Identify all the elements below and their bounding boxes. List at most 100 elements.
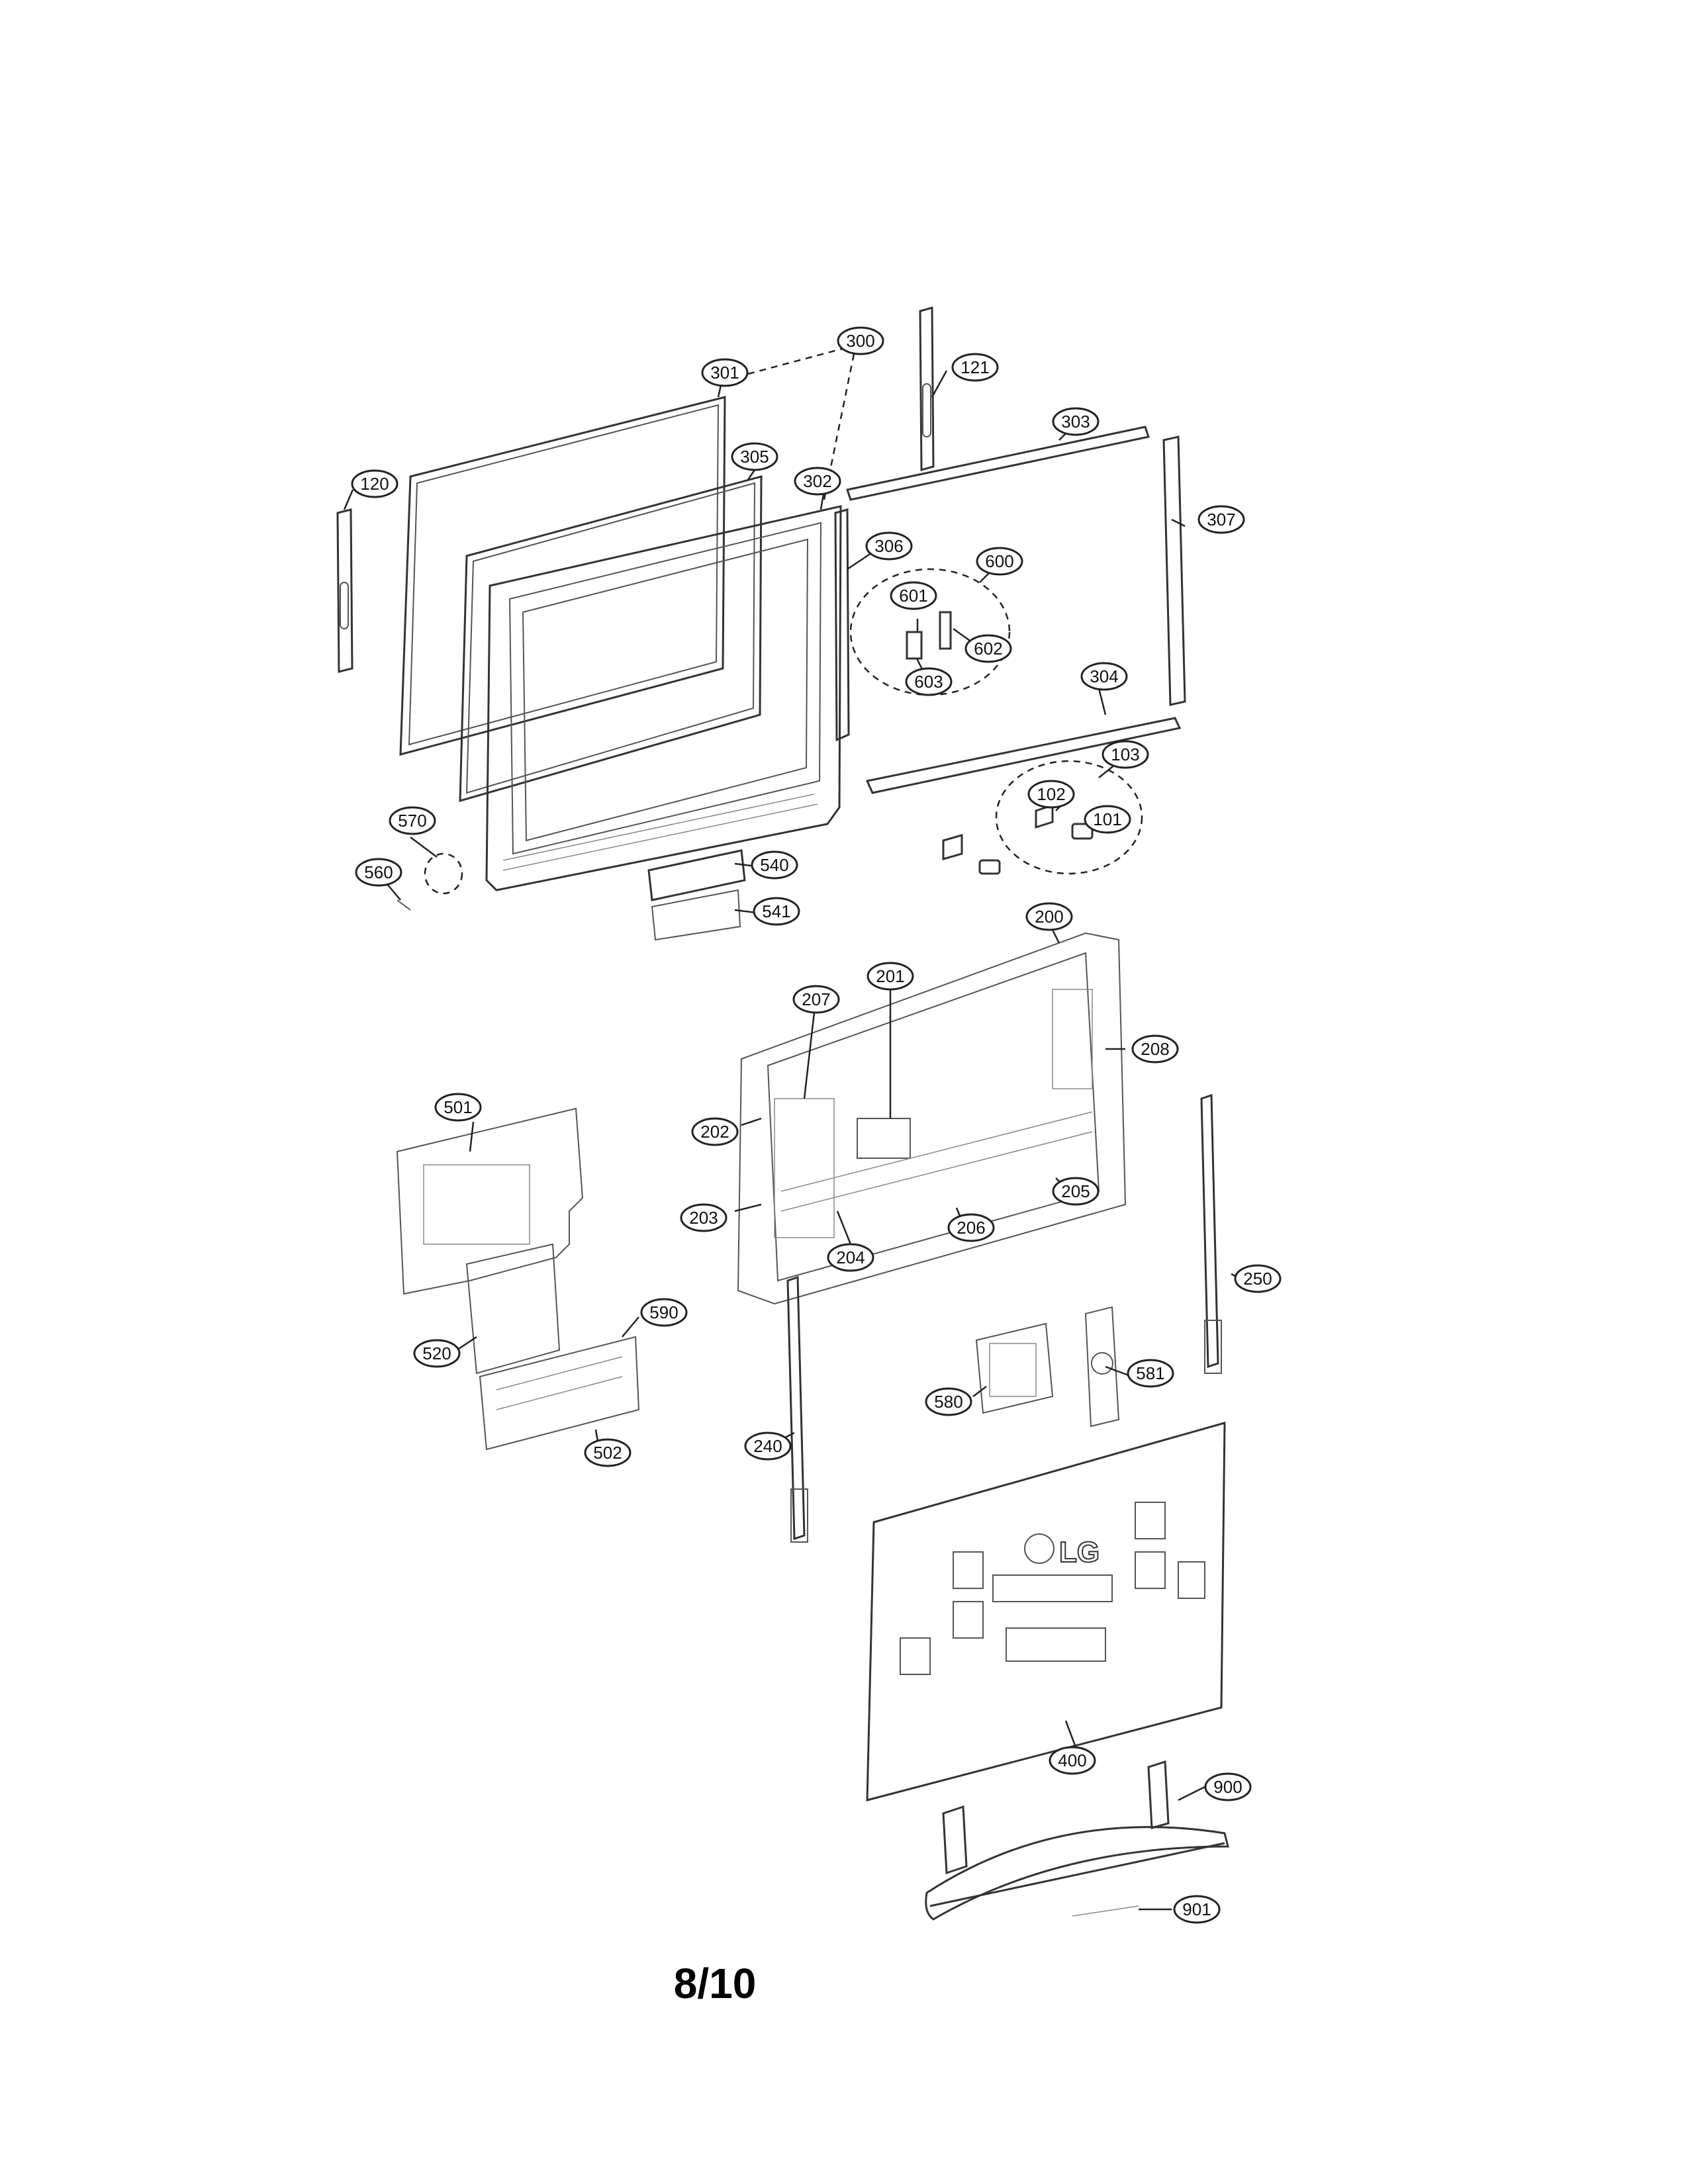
svg-text:206: 206 — [957, 1218, 985, 1238]
interface-board — [465, 1243, 640, 1451]
callout-202: 202 — [691, 1117, 739, 1146]
svg-text:600: 600 — [985, 551, 1013, 571]
callout-302: 302 — [794, 467, 841, 496]
svg-text:103: 103 — [1111, 745, 1139, 764]
callout-300: 300 — [837, 326, 884, 355]
svg-text:121: 121 — [961, 357, 989, 377]
svg-text:204: 204 — [836, 1248, 865, 1267]
main-chassis-frame — [737, 932, 1127, 1305]
bezel-side-strip — [834, 508, 850, 742]
callout-560: 560 — [355, 858, 402, 887]
callout-307: 307 — [1197, 505, 1245, 534]
callout-601: 601 — [890, 581, 937, 610]
speaker-cone — [397, 852, 463, 911]
stand-bracket-left — [786, 1275, 808, 1543]
callout-900: 900 — [1204, 1772, 1252, 1801]
callout-207: 207 — [792, 985, 840, 1014]
svg-text:901: 901 — [1182, 1899, 1211, 1919]
callout-204: 204 — [827, 1243, 874, 1272]
callout-303: 303 — [1052, 407, 1100, 436]
side-bracket-left — [336, 508, 353, 673]
svg-text:540: 540 — [760, 855, 788, 875]
callout-301: 301 — [701, 358, 749, 387]
callout-120: 120 — [351, 469, 399, 498]
callout-581: 581 — [1127, 1359, 1174, 1388]
side-bracket-top — [919, 306, 935, 471]
front-filter-panel — [399, 396, 726, 756]
callout-603: 603 — [905, 667, 953, 696]
svg-text:400: 400 — [1058, 1751, 1086, 1770]
callout-540: 540 — [751, 850, 798, 880]
callout-103: 103 — [1102, 740, 1149, 769]
callout-200: 200 — [1025, 902, 1073, 931]
stand-base — [925, 1760, 1229, 1921]
svg-text:101: 101 — [1093, 809, 1121, 829]
svg-text:201: 201 — [876, 966, 904, 986]
callout-901: 901 — [1173, 1895, 1221, 1924]
front-bezel — [485, 505, 842, 891]
callout-206: 206 — [947, 1213, 995, 1242]
svg-text:306: 306 — [874, 536, 903, 556]
svg-text:520: 520 — [422, 1343, 451, 1363]
svg-text:203: 203 — [689, 1208, 718, 1228]
svg-text:205: 205 — [1061, 1181, 1090, 1201]
power-module — [1084, 1306, 1120, 1428]
callout-240: 240 — [744, 1432, 792, 1461]
bottom-rail — [865, 717, 1182, 794]
svg-text:560: 560 — [364, 862, 393, 882]
svg-text:207: 207 — [802, 989, 830, 1009]
svg-text:120: 120 — [360, 474, 389, 494]
leader-lines — [343, 367, 1245, 1911]
callout-520: 520 — [413, 1339, 461, 1368]
svg-text:305: 305 — [740, 447, 769, 467]
callout-304: 304 — [1080, 662, 1128, 691]
svg-text:570: 570 — [398, 811, 426, 831]
svg-text:590: 590 — [649, 1302, 678, 1322]
svg-text:501: 501 — [444, 1097, 472, 1117]
svg-text:502: 502 — [593, 1443, 622, 1463]
svg-text:602: 602 — [974, 639, 1002, 659]
callout-201: 201 — [867, 962, 914, 991]
callout-501: 501 — [434, 1093, 482, 1122]
callout-600: 600 — [976, 547, 1023, 576]
callout-102: 102 — [1027, 780, 1075, 809]
callout-101: 101 — [1084, 805, 1131, 834]
svg-text:200: 200 — [1035, 907, 1063, 927]
svg-text:303: 303 — [1061, 412, 1090, 432]
stand-bracket-right — [1200, 1093, 1222, 1374]
svg-text:601: 601 — [899, 586, 927, 606]
callout-306: 306 — [865, 531, 913, 561]
svg-text:900: 900 — [1213, 1777, 1242, 1797]
callout-250: 250 — [1234, 1264, 1282, 1293]
callout-305: 305 — [731, 442, 778, 471]
svg-text:202: 202 — [700, 1122, 729, 1142]
main-board — [396, 1107, 584, 1295]
svg-text:581: 581 — [1136, 1363, 1164, 1383]
callout-400: 400 — [1049, 1746, 1096, 1775]
svg-text:304: 304 — [1090, 666, 1118, 686]
callout-570: 570 — [389, 806, 436, 835]
svg-text:302: 302 — [803, 471, 831, 491]
svg-text:208: 208 — [1141, 1039, 1169, 1059]
side-rail — [1162, 435, 1186, 706]
svg-text:307: 307 — [1207, 510, 1235, 529]
svg-text:102: 102 — [1037, 784, 1065, 804]
svg-text:580: 580 — [934, 1392, 962, 1412]
callout-590: 590 — [640, 1298, 688, 1327]
callout-205: 205 — [1052, 1177, 1100, 1206]
callout-203: 203 — [680, 1203, 727, 1232]
svg-text:301: 301 — [710, 363, 739, 383]
callout-602: 602 — [964, 634, 1012, 663]
callout-580: 580 — [925, 1387, 972, 1416]
svg-text:541: 541 — [762, 901, 790, 921]
svg-text:603: 603 — [914, 672, 943, 692]
callout-121: 121 — [951, 353, 999, 382]
top-rail — [846, 426, 1150, 501]
callout-208: 208 — [1131, 1034, 1179, 1064]
lg-logo: LG — [1059, 1536, 1100, 1569]
svg-text:300: 300 — [846, 331, 874, 351]
callout-502: 502 — [584, 1438, 632, 1467]
lower-bracket — [647, 849, 746, 941]
svg-text:240: 240 — [753, 1436, 782, 1456]
